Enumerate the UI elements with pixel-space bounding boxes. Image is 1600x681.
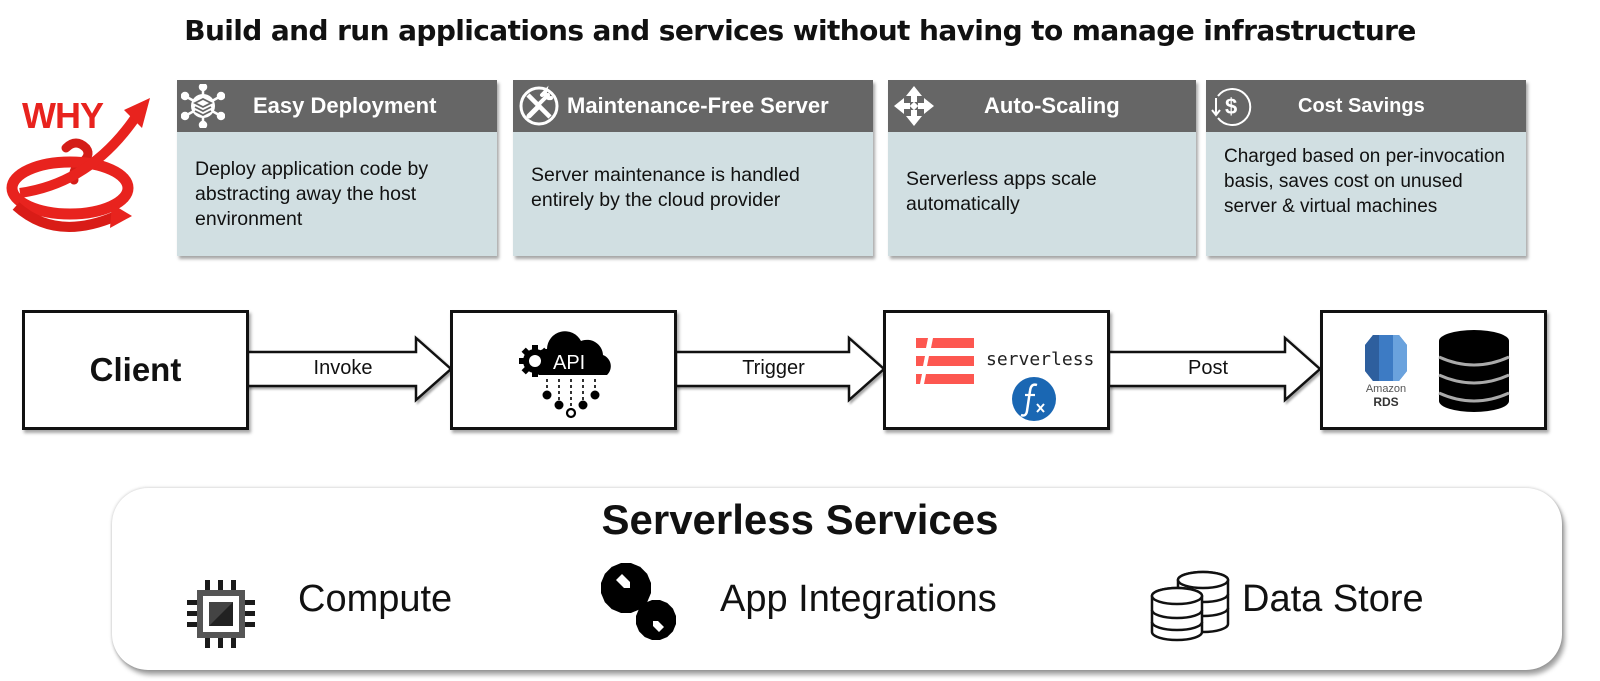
arrow-label: Invoke — [313, 357, 373, 379]
benefit-description: Server maintenance is handled entirely b… — [531, 164, 800, 211]
amazon-rds-icon — [1365, 335, 1407, 381]
benefit-card-header: Auto-Scaling — [888, 80, 1196, 132]
benefit-card-header: $ Cost Savings — [1206, 80, 1526, 132]
serverless-framework-logo — [916, 338, 974, 384]
why-question-arrows-icon: WHY — [6, 95, 150, 232]
serverless-services-panel — [112, 488, 1562, 670]
flow-arrow-trigger: Trigger — [674, 335, 886, 403]
cost-savings-dollar-icon: $ — [1211, 88, 1252, 126]
benefit-card-auto-scaling: Auto-Scaling Serverless apps scale autom… — [888, 80, 1196, 256]
benefit-card-cost-savings: $ Cost Savings Charged based on per-invo… — [1206, 80, 1526, 256]
gears-integration-icon — [600, 562, 677, 641]
no-maintenance-wrench-icon — [519, 85, 559, 126]
arrow-label: Post — [1187, 357, 1229, 379]
benefit-title: Auto-Scaling — [984, 93, 1120, 118]
service-label: Compute — [298, 578, 453, 620]
function-fx-icon — [1012, 377, 1056, 421]
rds-label-line2: RDS — [1373, 395, 1399, 409]
flow-arrow-post: Post — [1107, 335, 1322, 403]
services-title: Serverless Services — [601, 496, 999, 543]
deployment-layers-icon — [181, 84, 225, 128]
why-text: WHY — [22, 95, 104, 136]
benefit-card-header: Maintenance-Free Server — [513, 80, 873, 132]
flow-node-serverless: serverless — [883, 310, 1110, 430]
benefit-card-maintenance-free: Maintenance-Free Server Server maintenan… — [513, 80, 873, 256]
serverless-logo-text: serverless — [986, 349, 1095, 370]
data-store-icon — [1150, 570, 1230, 642]
service-label: App Integrations — [720, 578, 997, 620]
flow-node-database: Amazon RDS — [1320, 310, 1547, 430]
rds-label-line1: Amazon — [1365, 383, 1407, 395]
service-data-store — [1150, 570, 1234, 642]
benefit-title: Maintenance-Free Server — [567, 93, 829, 118]
auto-scale-arrows-icon — [894, 86, 934, 126]
client-label: Client — [89, 351, 182, 388]
svg-text:$: $ — [1225, 94, 1237, 119]
database-icon — [1438, 330, 1510, 412]
benefit-card-header: Easy Deployment — [177, 80, 497, 132]
service-app-integrations — [598, 562, 680, 644]
benefit-card-easy-deployment: Easy Deployment Deploy application code … — [177, 80, 497, 256]
flow-node-client: Client — [22, 310, 249, 430]
benefit-description: Serverless apps scale automatically — [906, 168, 1097, 215]
service-label: Data Store — [1242, 578, 1424, 620]
page-title: Build and run applications and services … — [184, 14, 1416, 47]
why-badge: WHY — [0, 88, 160, 248]
flow-node-api: API — [450, 310, 677, 430]
api-text: API — [553, 352, 585, 374]
cpu-chip-icon — [187, 580, 255, 648]
api-cloud-icon: API — [519, 331, 611, 419]
service-compute — [185, 578, 257, 650]
benefit-description: Deploy application code by abstracting a… — [195, 158, 429, 230]
arrow-label: Trigger — [742, 357, 805, 379]
benefit-title: Cost Savings — [1298, 95, 1425, 117]
flow-arrow-invoke: Invoke — [246, 335, 453, 403]
benefit-description: Charged based on per-invocation basis, s… — [1224, 146, 1505, 217]
benefit-title: Easy Deployment — [253, 93, 437, 118]
